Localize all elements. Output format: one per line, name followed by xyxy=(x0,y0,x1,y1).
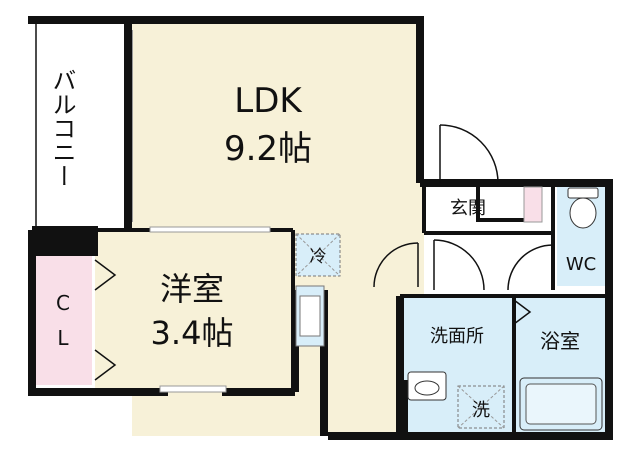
entrance-label: 玄関 xyxy=(450,198,486,219)
washbasin-bowl xyxy=(414,380,440,396)
closet-area xyxy=(36,255,92,385)
kitchen-sink xyxy=(299,295,321,337)
washer-label: 洗 xyxy=(472,400,490,421)
fridge-diagonal xyxy=(295,233,341,277)
ldk-name: LDK xyxy=(234,81,303,121)
balcony-label: バルコニー xyxy=(48,68,76,188)
washroom-label: 洗面所 xyxy=(430,326,484,347)
shoe-cabinet xyxy=(523,186,543,223)
western-window xyxy=(159,385,227,393)
doors xyxy=(94,124,554,381)
walls xyxy=(28,16,613,440)
closet-label-l: L xyxy=(57,326,69,350)
closet-label-c: C xyxy=(56,291,70,315)
western-size: 3.4帖 xyxy=(151,314,234,352)
wall-column xyxy=(32,226,98,256)
western-room-area xyxy=(95,230,293,388)
western-window-top xyxy=(149,226,271,233)
balcony-area xyxy=(32,24,130,230)
ldk-size: 9.2帖 xyxy=(224,129,312,169)
bathroom-label: 浴室 xyxy=(540,329,580,353)
bathtub-inner xyxy=(525,383,597,425)
hall-area xyxy=(424,233,557,296)
fridge-label: 冷 xyxy=(310,247,327,267)
entrance-area xyxy=(424,183,524,233)
toilet-label: WC xyxy=(566,254,596,275)
toilet-bowl xyxy=(569,197,597,229)
wall-column xyxy=(398,380,408,436)
washer-diagonal xyxy=(457,385,505,429)
toilet-tank xyxy=(567,187,599,199)
western-name: 洋室 xyxy=(160,270,224,308)
